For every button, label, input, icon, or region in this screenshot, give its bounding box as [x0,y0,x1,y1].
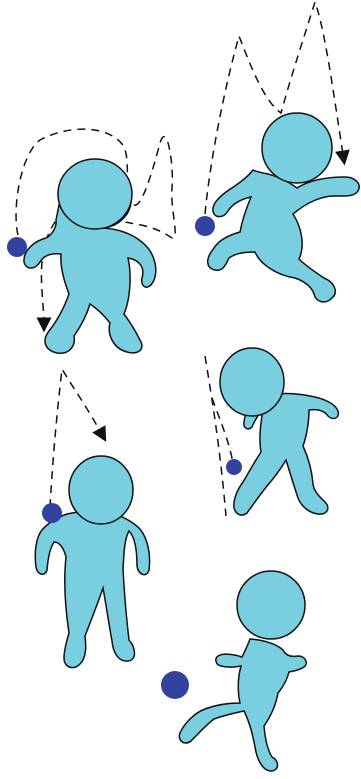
figure-running-kick [195,2,359,302]
soccer-ball [226,459,242,475]
soccer-ball [161,671,189,699]
figure-body [35,511,149,668]
figure-kick-ball [161,571,306,771]
motion-path-4b [212,398,233,463]
figure-head [262,113,332,183]
figure-dribble-circular [7,129,175,353]
figure-waist-bounce [35,369,149,668]
figure-body [208,170,359,302]
figure-foot-dribble [205,348,338,516]
soccer-ball [195,216,215,236]
figure-head [58,159,132,229]
soccer-ball [7,237,27,257]
figure-head [220,348,284,416]
figure-body [179,639,306,771]
figure-head [237,571,305,639]
soccer-ball [42,503,62,523]
figure-head [69,456,133,524]
